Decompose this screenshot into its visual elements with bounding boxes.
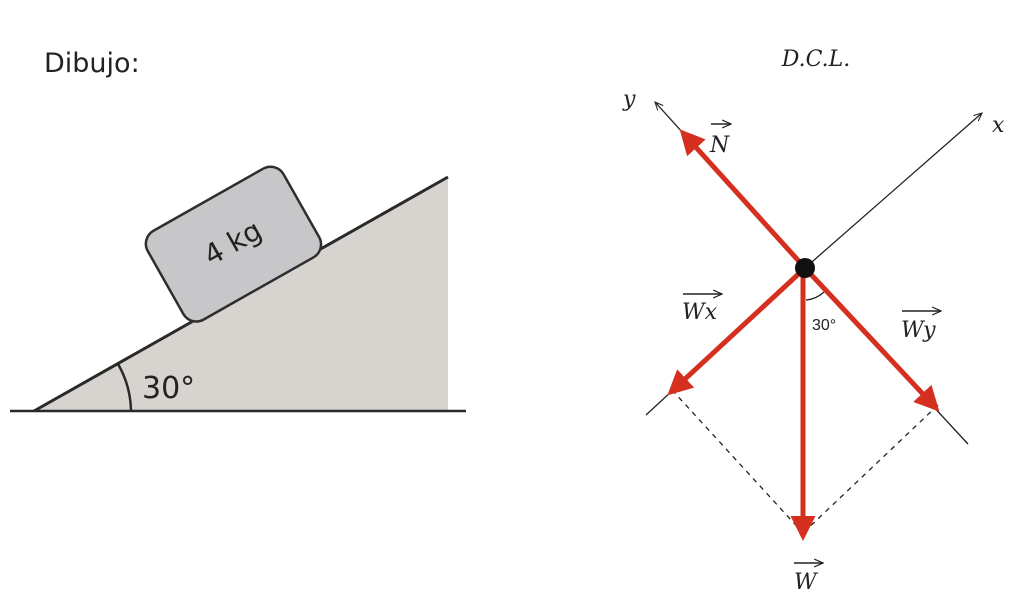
x-axis-label: x bbox=[992, 113, 1005, 138]
free-body-diagram: D.C.L. x y 30° N Wx Wy bbox=[622, 47, 1005, 595]
weight-label-group: W bbox=[794, 563, 823, 595]
wy-component-arrow bbox=[803, 266, 940, 412]
wx-label: Wx bbox=[682, 300, 718, 325]
weight-label: W bbox=[794, 570, 819, 595]
angle-label: 30° bbox=[142, 371, 195, 406]
dashed-wy-projection bbox=[802, 404, 939, 534]
angle-arc bbox=[116, 363, 133, 412]
y-axis-label: y bbox=[622, 87, 636, 112]
mass-block: 4 kg bbox=[144, 165, 323, 323]
dashed-wx-projection bbox=[671, 389, 804, 534]
x-axis bbox=[804, 113, 982, 269]
body-point bbox=[795, 258, 815, 278]
incline-drawing: Dibujo: 30° 4 kg bbox=[10, 48, 466, 413]
wx-label-group: Wx bbox=[682, 294, 722, 325]
drawing-title: Dibujo: bbox=[44, 48, 140, 79]
normal-label-group: N bbox=[709, 124, 731, 158]
fbd-angle-arc bbox=[805, 291, 825, 301]
wx-component-arrow bbox=[667, 266, 807, 396]
normal-force-arrow bbox=[679, 129, 807, 270]
normal-label: N bbox=[709, 133, 730, 158]
fbd-title: D.C.L. bbox=[781, 47, 851, 72]
fbd-angle-label: 30° bbox=[812, 317, 836, 334]
wy-label-group: Wy bbox=[901, 311, 941, 343]
wy-label: Wy bbox=[901, 318, 936, 343]
